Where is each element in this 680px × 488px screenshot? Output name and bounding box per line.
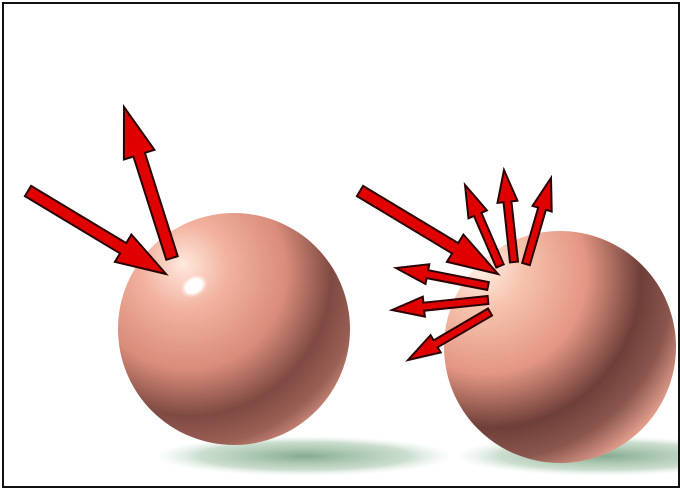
glossy-sphere bbox=[118, 213, 350, 445]
incident-arrow-left bbox=[25, 186, 166, 274]
reflection-diagram bbox=[4, 4, 678, 486]
glossy-sphere-body bbox=[118, 213, 350, 445]
left-sphere-shadow bbox=[154, 436, 454, 476]
